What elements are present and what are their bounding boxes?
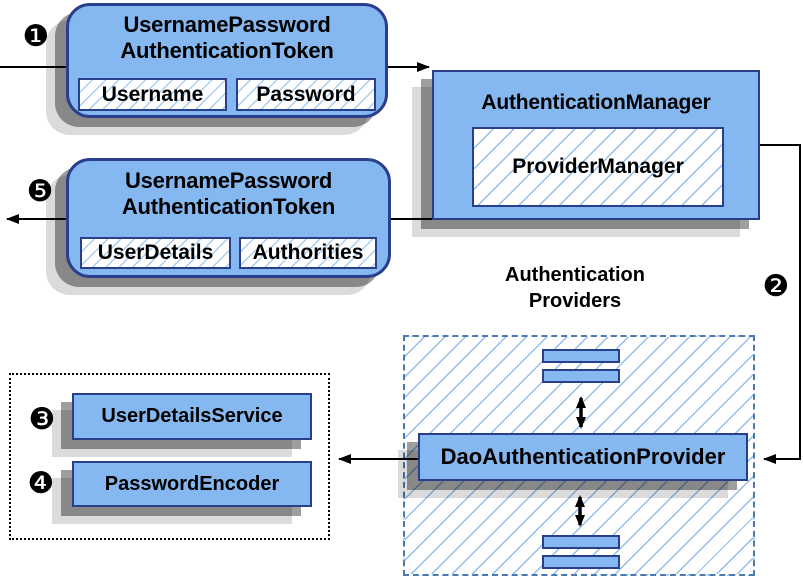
authentication-providers-label-line2: Providers [528,290,622,312]
step-1-badge: ❶ [22,19,50,54]
authentication-providers-label: Authentication Providers [450,262,700,314]
dao-authentication-provider-node: DaoAuthenticationProvider [418,433,748,481]
authentication-manager-node: AuthenticationManager ProviderManager [432,70,760,220]
other-provider-rect-bottom-2 [542,555,620,569]
result-token-title-line1: UsernamePassword [124,168,333,193]
user-details-service-node: UserDetailsService [72,393,312,440]
other-provider-rect-top-1 [542,349,620,363]
authorities-field-box: Authorities [239,237,377,269]
other-provider-rect-top-2 [542,369,620,383]
username-password-token-request-node: UsernamePassword AuthenticationToken Use… [66,3,388,118]
password-field-box: Password [236,78,376,111]
step-5-badge: ❺ [26,174,54,209]
step-3-badge: ❸ [28,402,56,437]
step-4-badge: ❹ [27,466,55,501]
request-token-title-line1: UsernamePassword [123,12,331,37]
request-token-title-line2: AuthenticationToken [120,38,334,63]
authentication-providers-label-line1: Authentication [505,264,645,286]
authentication-manager-title: AuthenticationManager [481,91,711,114]
step-2-badge: ❷ [762,269,790,304]
username-field-box: Username [78,78,227,111]
provider-manager-node: ProviderManager [472,127,724,207]
password-encoder-node: PasswordEncoder [72,461,312,507]
username-password-token-result-node: UsernamePassword AuthenticationToken Use… [66,158,391,278]
result-token-title-line2: AuthenticationToken [121,194,336,219]
userdetails-field-box: UserDetails [80,237,231,269]
other-provider-rect-bottom-1 [542,535,620,549]
